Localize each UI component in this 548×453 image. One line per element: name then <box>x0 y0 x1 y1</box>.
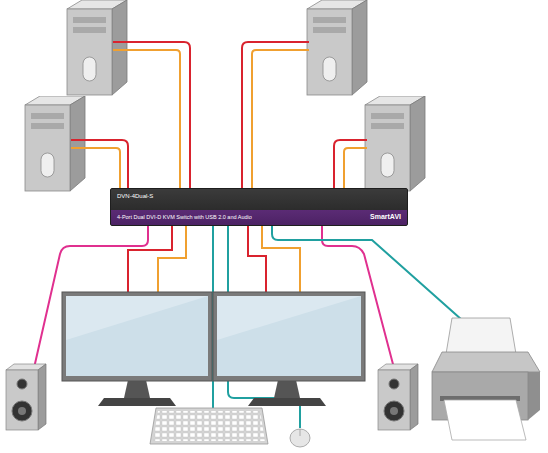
speaker <box>378 364 418 430</box>
brand-logo: SmartAVI <box>370 213 401 221</box>
monitor <box>213 292 365 406</box>
computer-tower <box>67 0 127 95</box>
printer <box>432 318 540 440</box>
model-label: DVN-4Dual-S <box>117 193 153 200</box>
kvm-switch: DVN-4Dual-S 4-Port Dual DVI-D KVM Switch … <box>110 188 408 226</box>
video-cables <box>71 42 367 190</box>
mouse <box>290 429 310 447</box>
speaker <box>6 364 46 430</box>
computer-tower <box>365 96 425 191</box>
computer-tower <box>307 0 367 95</box>
computer-tower <box>25 96 85 191</box>
monitor <box>62 292 212 406</box>
keyboard <box>150 408 268 444</box>
product-description: 4-Port Dual DVI-D KVM Switch with USB 2.… <box>117 214 252 220</box>
